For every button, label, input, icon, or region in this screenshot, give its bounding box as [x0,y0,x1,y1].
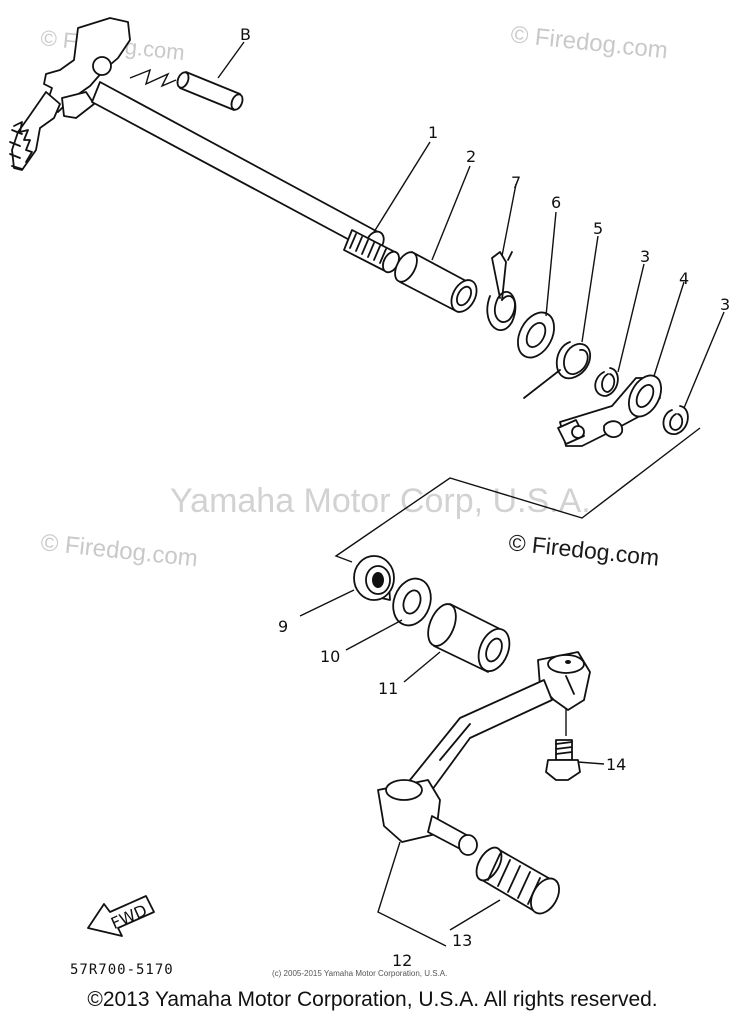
dowel-pin-b [129,68,244,111]
callout-12: 12 [392,951,412,970]
callout-10: 10 [320,647,340,666]
callout-3b: 3 [720,295,730,314]
callout-14: 14 [606,755,626,774]
washer-part-6 [517,311,555,359]
drawing-code: 57R700-5170 [70,962,174,978]
shift-pedal-part-12 [377,651,591,856]
collar-part-2 [394,251,478,313]
pedal-rubber-part-13 [475,846,560,915]
washer-part-10 [392,577,432,627]
callout-b: B [240,25,251,44]
callout-6: 6 [551,193,561,212]
callout-2: 2 [466,147,476,166]
fwd-arrow: FWD [87,895,155,937]
group-bracket-line [334,427,701,563]
callout-4: 4 [679,269,689,288]
circlip-part-3a [594,367,619,397]
callout-1: 1 [428,123,438,142]
callout-5: 5 [593,219,603,238]
shift-shaft-part-1 [9,17,400,274]
fwd-label: FWD [108,900,150,933]
copyright-footer: ©2013 Yamaha Motor Corporation, U.S.A. A… [87,988,658,1011]
watermark-firedog-dark: © Firedog.com [507,529,660,571]
callout-13: 13 [452,931,472,950]
watermark-yamaha-center: Yamaha Motor Corp, U.S.A. [170,482,591,520]
torsion-spring-part-7 [486,251,517,331]
collar-part-11 [427,603,511,673]
spring-part-5 [523,341,592,399]
shift-arm-part-4 [557,374,663,447]
bolt-part-14 [545,739,581,781]
callout-3a: 3 [640,247,650,266]
watermark-firedog-mid-left: © Firedog.com [39,529,199,572]
circlip-part-3b [662,405,689,435]
leader-lines [217,41,725,947]
oil-seal-part-9 [353,555,395,601]
callout-11: 11 [378,679,398,698]
watermark-firedog-top-right: © Firedog.com [509,21,669,64]
callout-9: 9 [278,617,288,636]
small-credit: (c) 2005-2015 Yamaha Motor Corporation, … [272,969,447,978]
callout-7: 7 [511,173,521,192]
